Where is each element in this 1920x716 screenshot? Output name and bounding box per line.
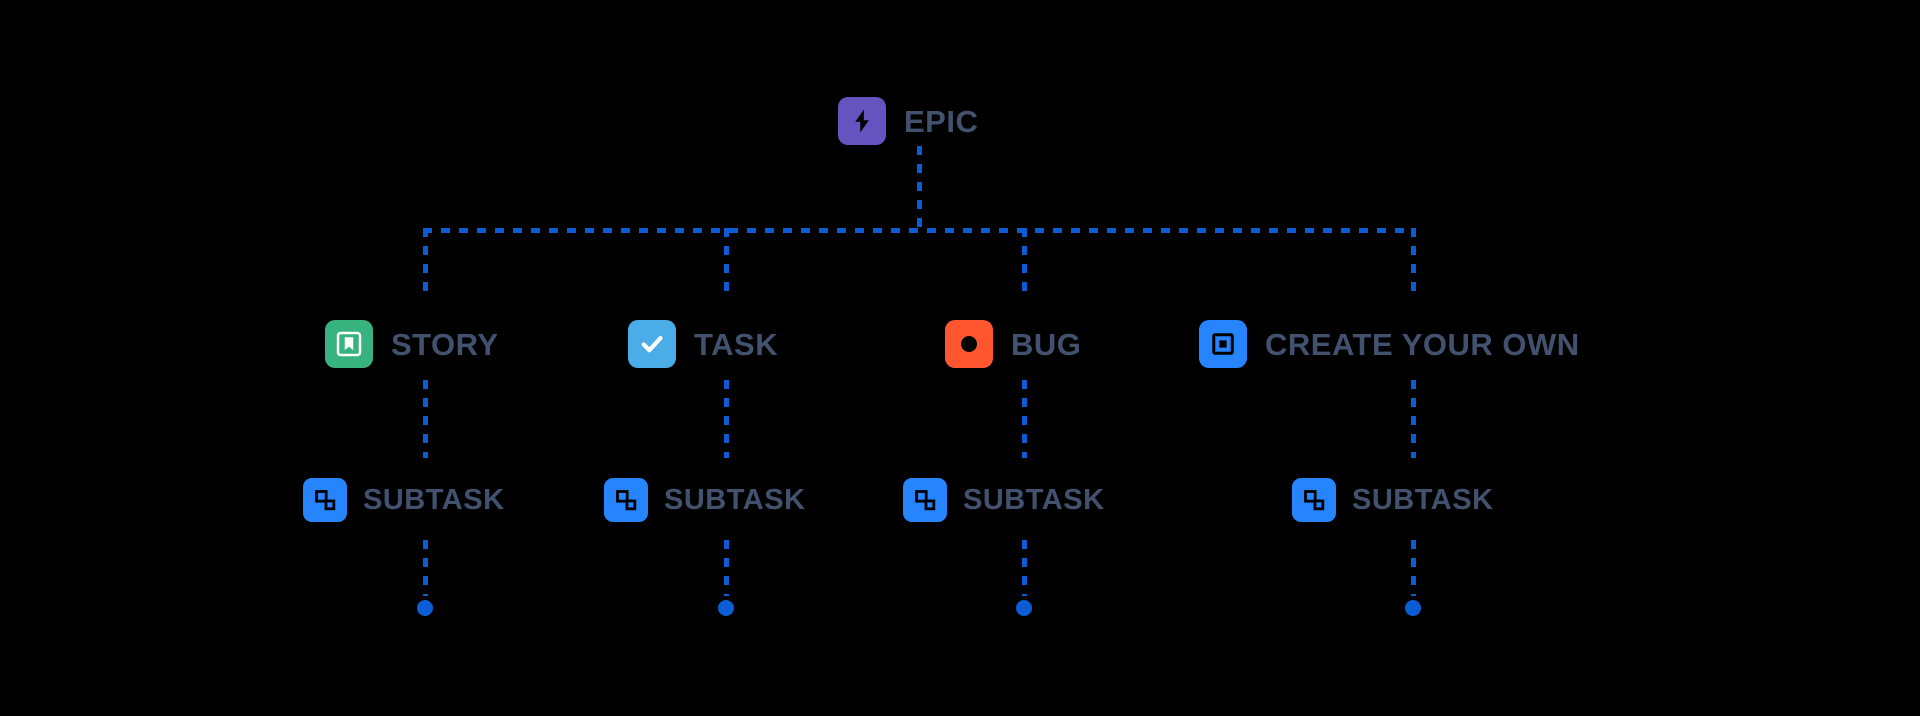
node-bug-label: BUG: [1011, 326, 1082, 362]
terminal-dot-4: [1405, 600, 1421, 616]
node-task-label: TASK: [694, 326, 779, 362]
node-subtask-1[interactable]: SUBTASK: [303, 478, 505, 522]
subtask-icon: [903, 478, 947, 522]
node-subtask-4[interactable]: SUBTASK: [1292, 478, 1494, 522]
connector-create-your-own-to-subtask: [1411, 380, 1416, 458]
node-subtask-4-label: SUBTASK: [1352, 483, 1494, 516]
connector-horizontal-bus: [423, 228, 1416, 233]
node-subtask-2[interactable]: SUBTASK: [604, 478, 806, 522]
connector-bug-to-subtask: [1022, 380, 1027, 458]
node-bug[interactable]: BUG: [945, 320, 1081, 368]
connector-subtask-1-tail: [423, 540, 428, 596]
node-epic-label: EPIC: [904, 103, 979, 139]
node-task[interactable]: TASK: [628, 320, 778, 368]
connector-task-to-subtask: [724, 380, 729, 458]
terminal-dot-2: [718, 600, 734, 616]
lightning-bolt-icon: [838, 97, 886, 145]
connector-bus-to-create-your-own: [1411, 228, 1416, 296]
node-subtask-3-label: SUBTASK: [963, 483, 1105, 516]
connector-bus-to-bug: [1022, 228, 1027, 296]
connector-bus-to-task: [724, 228, 729, 296]
connector-epic-to-bus: [917, 146, 922, 232]
node-story[interactable]: STORY: [325, 320, 499, 368]
connector-subtask-3-tail: [1022, 540, 1027, 596]
node-subtask-3[interactable]: SUBTASK: [903, 478, 1105, 522]
node-epic[interactable]: EPIC: [838, 97, 978, 145]
circle-icon: [945, 320, 993, 368]
node-create-your-own[interactable]: CREATE YOUR OWN: [1199, 320, 1580, 368]
terminal-dot-3: [1016, 600, 1032, 616]
subtask-icon: [303, 478, 347, 522]
connector-subtask-2-tail: [724, 540, 729, 596]
node-story-label: STORY: [391, 326, 499, 362]
connector-story-to-subtask: [423, 380, 428, 458]
subtask-icon: [1292, 478, 1336, 522]
nested-square-icon: [1199, 320, 1247, 368]
node-subtask-1-label: SUBTASK: [363, 483, 505, 516]
connector-subtask-4-tail: [1411, 540, 1416, 596]
subtask-icon: [604, 478, 648, 522]
node-subtask-2-label: SUBTASK: [664, 483, 806, 516]
connector-bus-to-story: [423, 228, 428, 296]
bookmark-icon: [325, 320, 373, 368]
check-icon: [628, 320, 676, 368]
node-create-your-own-label: CREATE YOUR OWN: [1265, 326, 1580, 362]
terminal-dot-1: [417, 600, 433, 616]
